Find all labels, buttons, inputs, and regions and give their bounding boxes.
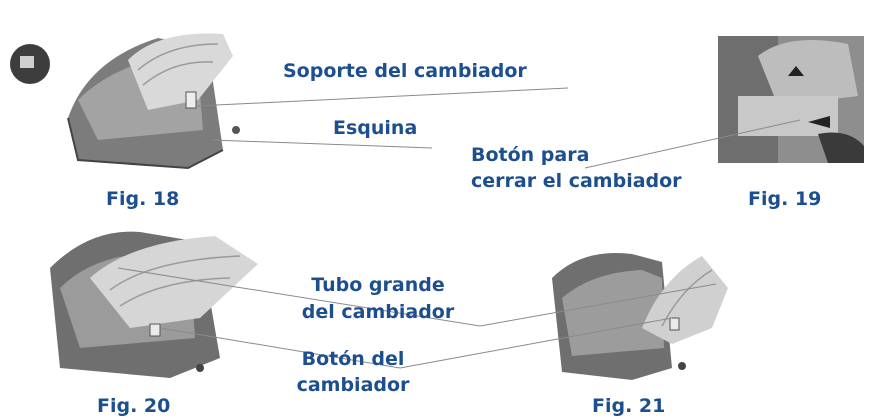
label-boton-cambiador-line1: Botón del [301, 348, 405, 370]
fig19-photo [718, 36, 864, 163]
fig18-photo [10, 33, 240, 170]
caption-fig-20: Fig. 20 [97, 395, 171, 417]
fig20-photo [50, 231, 258, 378]
caption-fig-18: Fig. 18 [106, 188, 180, 210]
label-boton-cambiador-line2: cambiador [296, 374, 410, 396]
label-esquina: Esquina [333, 117, 418, 139]
label-tubo-line1: Tubo grande [311, 274, 445, 296]
caption-fig-21: Fig. 21 [592, 395, 666, 417]
label-tubo-line2: del cambiador [301, 301, 455, 323]
label-boton-cerrar-line1: Botón para [471, 144, 590, 166]
label-boton-cerrar-line2: cerrar el cambiador [471, 170, 682, 192]
fig21-photo [552, 253, 728, 380]
caption-fig-19: Fig. 19 [748, 188, 822, 210]
label-soporte-del-cambiador: Soporte del cambiador [283, 60, 527, 82]
